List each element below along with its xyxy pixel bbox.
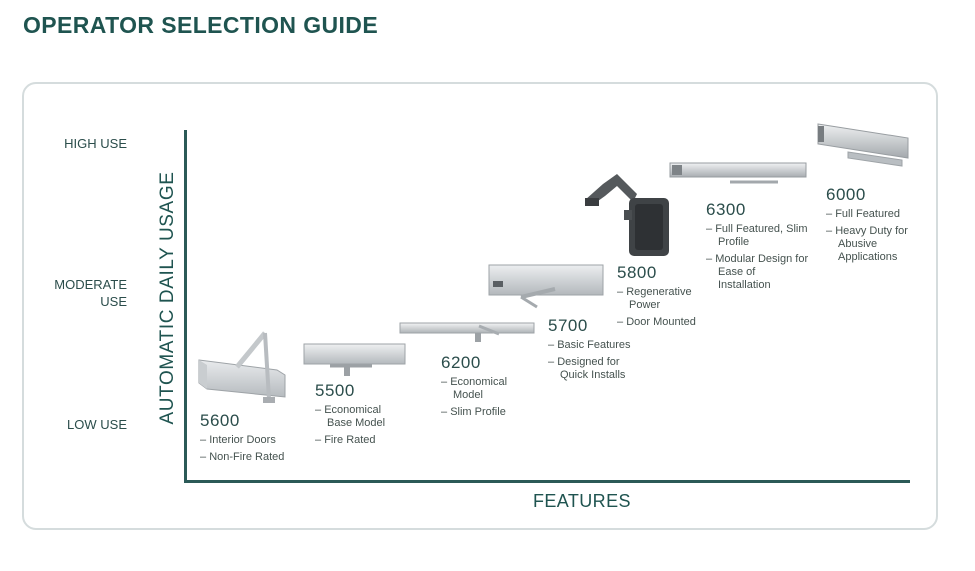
model-feature: Door Mounted [617, 316, 717, 329]
model-feature: Slim Profile [441, 406, 533, 419]
model-feature: Economical Model [441, 376, 533, 402]
operator-5700-image [488, 264, 604, 309]
model-number: 5600 [200, 411, 240, 430]
model-number: 5700 [548, 316, 588, 335]
operator-6300-image [669, 162, 807, 184]
model-feature: Designed for Quick Installs [548, 356, 648, 382]
model-6200: 6200 Economical Model Slim Profile [441, 353, 533, 423]
model-number: 5500 [315, 381, 355, 400]
y-axis-line [184, 130, 187, 483]
model-feature: Fire Rated [315, 434, 409, 447]
model-feature: Full Featured [826, 208, 916, 221]
y-level-moderate-line2: USE [100, 294, 127, 309]
model-5500: 5500 Economical Base Model Fire Rated [315, 381, 409, 451]
y-level-moderate-line1: MODERATE [54, 277, 127, 292]
y-level-low: LOW USE [67, 417, 127, 432]
model-number: 6200 [441, 353, 481, 372]
y-level-high: HIGH USE [64, 136, 127, 151]
model-feature: Interior Doors [200, 434, 310, 447]
operator-5600-image [198, 331, 286, 403]
model-number: 6300 [706, 200, 746, 219]
model-6300: 6300 Full Featured, Slim Profile Modular… [706, 200, 810, 296]
model-5600: 5600 Interior Doors Non-Fire Rated [200, 411, 310, 468]
model-5700: 5700 Basic Features Designed for Quick I… [548, 316, 648, 386]
model-5800: 5800 Regenerative Power Door Mounted [617, 263, 717, 333]
y-axis-label: AUTOMATIC DAILY USAGE [157, 171, 178, 425]
model-6000: 6000 Full Featured Heavy Duty for Abusiv… [826, 185, 916, 268]
model-feature: Full Featured, Slim Profile [706, 223, 810, 249]
model-feature: Basic Features [548, 339, 648, 352]
selection-guide-card [22, 82, 938, 530]
page-title: OPERATOR SELECTION GUIDE [23, 12, 379, 38]
operator-5800-image [585, 174, 669, 256]
model-feature: Non-Fire Rated [200, 451, 310, 464]
model-feature: Regenerative Power [617, 286, 717, 312]
model-number: 6000 [826, 185, 866, 204]
model-feature: Modular Design for Ease of Installation [706, 253, 810, 292]
operator-5500-image [303, 343, 406, 376]
x-axis-line [184, 480, 910, 483]
y-level-moderate: MODERATE USE [17, 276, 127, 310]
model-feature: Heavy Duty for Abusive Applications [826, 225, 916, 264]
model-feature: Economical Base Model [315, 404, 409, 430]
operator-6200-image [399, 322, 535, 342]
x-axis-label: FEATURES [533, 491, 631, 511]
operator-6000-image [817, 123, 909, 167]
model-number: 5800 [617, 263, 657, 282]
